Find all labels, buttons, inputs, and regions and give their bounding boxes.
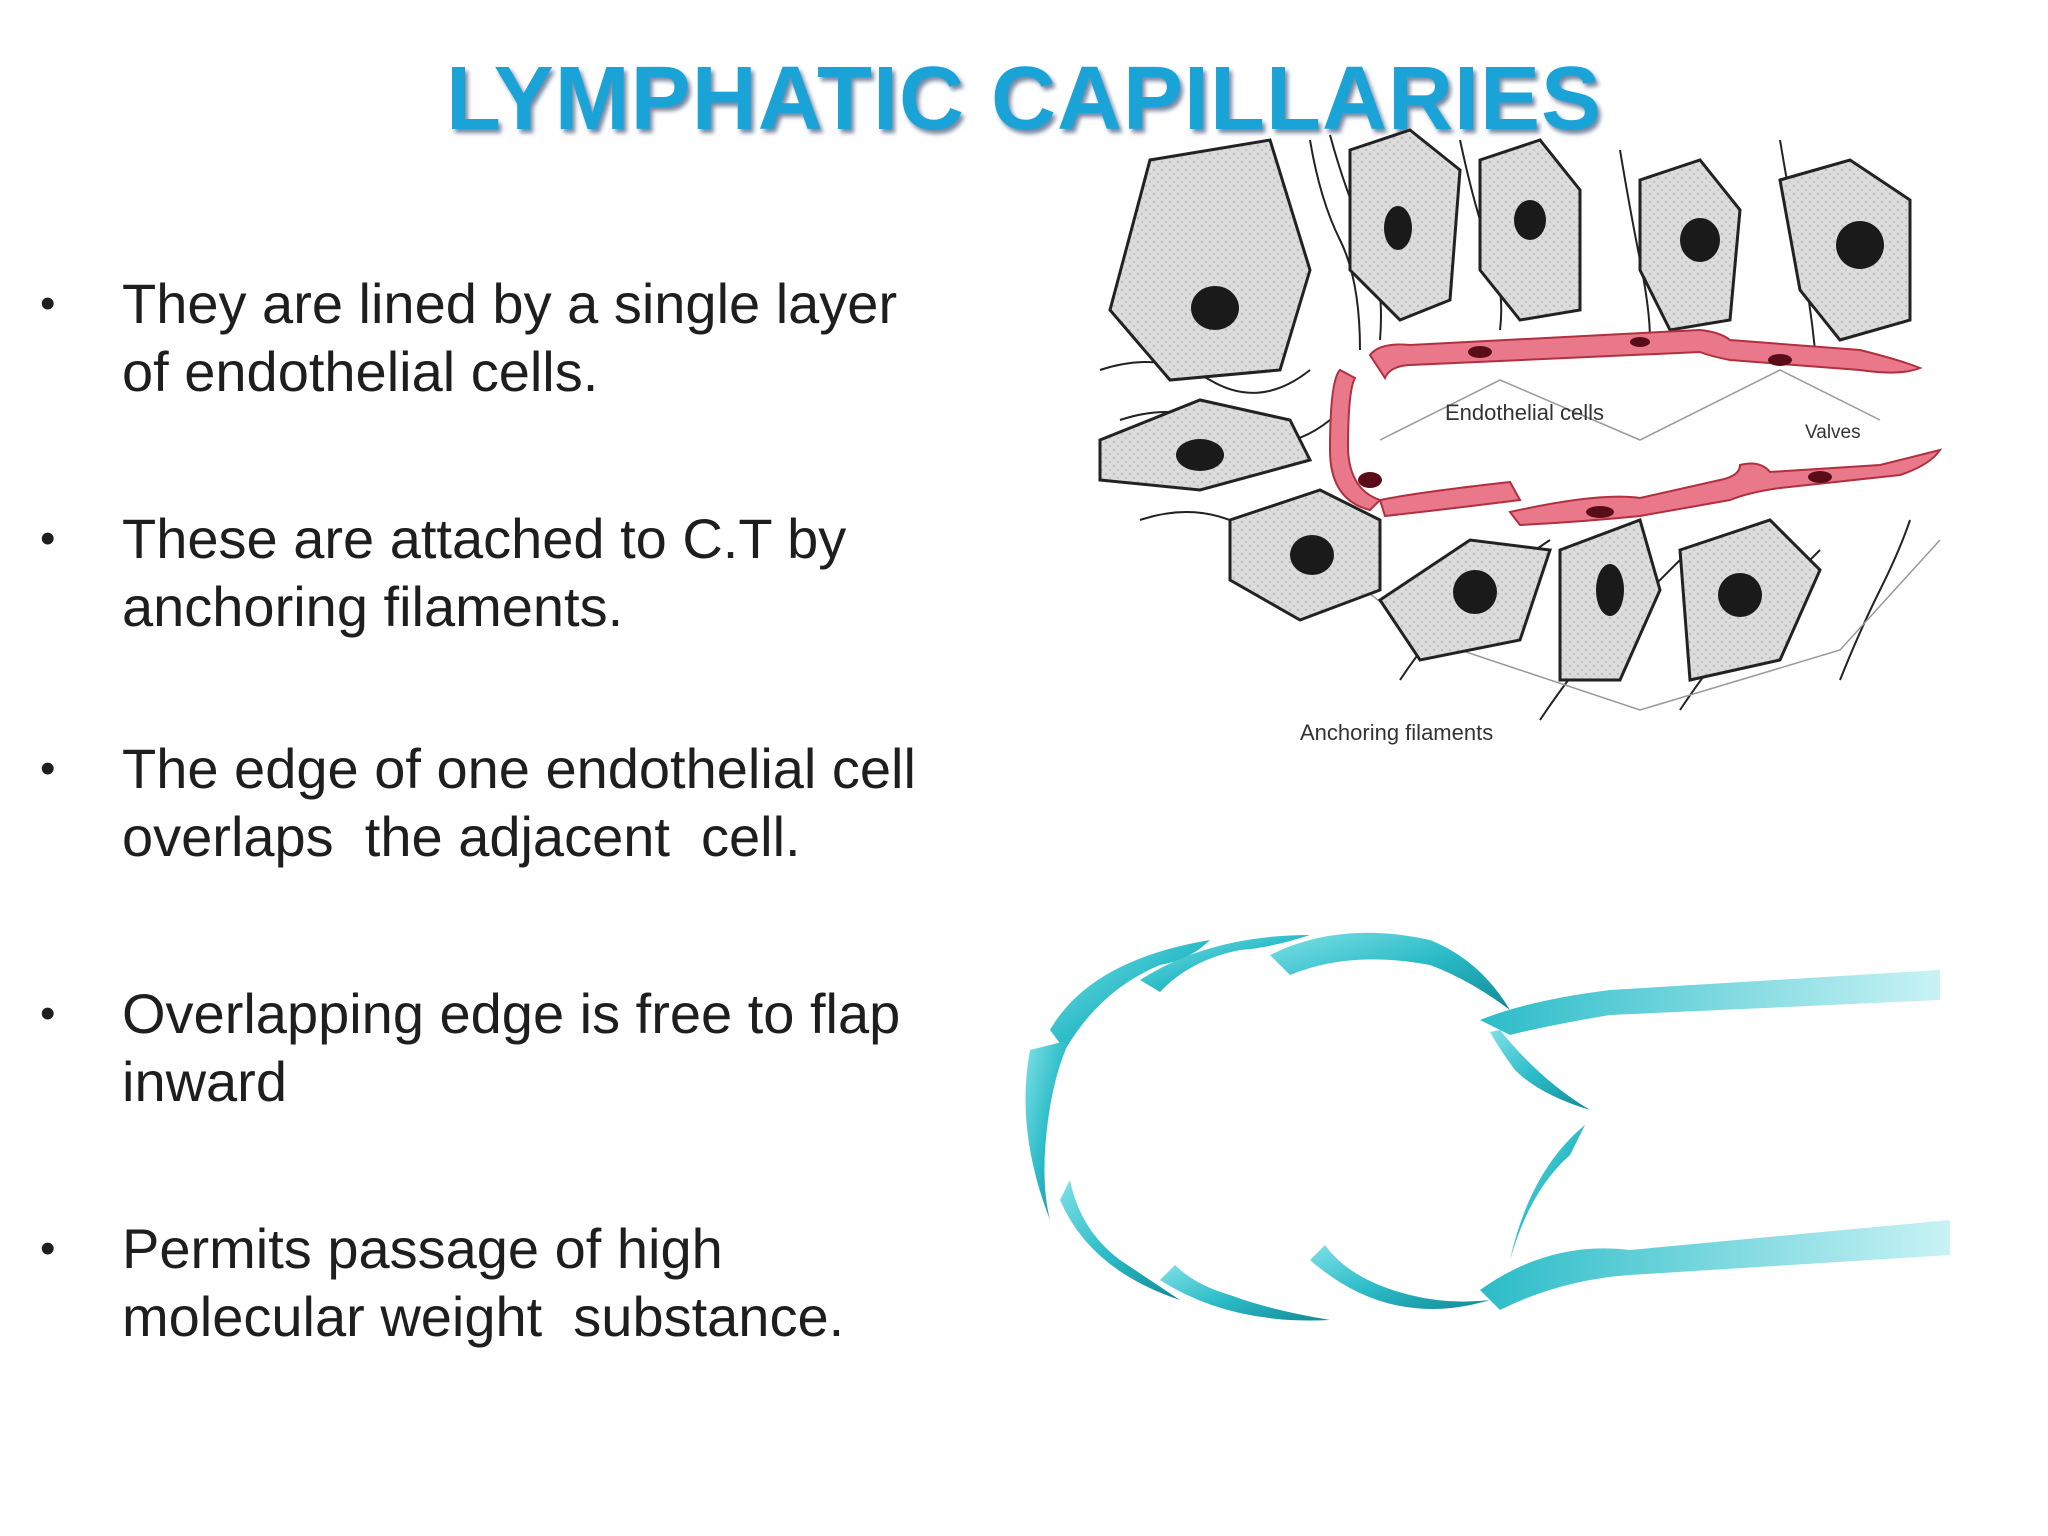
label-valves: Valves bbox=[1805, 422, 1861, 443]
lymphatic-capillary-illustration: Endothelial cells Valves Anchoring filam… bbox=[1098, 128, 1943, 745]
vessel-wall bbox=[1328, 328, 1943, 527]
bullet-text: The edge of one endothelial cell overlap… bbox=[122, 737, 916, 868]
bullet-dot: • bbox=[40, 514, 56, 563]
bullet-text: These are attached to C.T by anchoring f… bbox=[122, 507, 847, 638]
ribbon-segments bbox=[1025, 932, 1950, 1321]
bullet-dot: • bbox=[40, 989, 56, 1038]
bullet-dot: • bbox=[40, 279, 56, 328]
endothelial-cells bbox=[1098, 128, 1912, 682]
overlapping-flaps-illustration bbox=[1025, 932, 1950, 1321]
bullet-text: Overlapping edge is free to flap inward bbox=[122, 982, 901, 1113]
label-endothelial-cells: Endothelial cells bbox=[1445, 400, 1604, 425]
bullet-dot: • bbox=[40, 1224, 56, 1273]
cell-nuclei bbox=[1176, 200, 1884, 617]
bullet-text: They are lined by a single layer of endo… bbox=[122, 272, 898, 403]
cell-junctions bbox=[1358, 337, 1832, 518]
label-anchoring-filaments: Anchoring filaments bbox=[1300, 720, 1493, 745]
bullet-text: Permits passage of high molecular weight… bbox=[122, 1217, 845, 1348]
bullet-dot: • bbox=[40, 744, 56, 793]
